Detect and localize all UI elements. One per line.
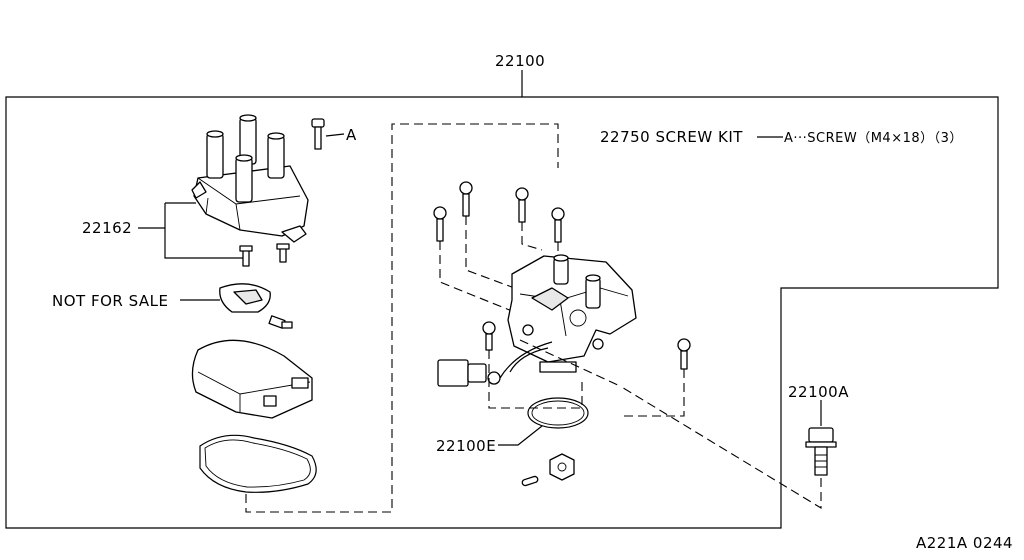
cap-screw-left <box>239 245 253 267</box>
roll-pin <box>521 475 539 487</box>
housing-screw-3 <box>515 187 529 223</box>
assembly-part-number: 22100 <box>495 52 545 70</box>
not-for-sale-label: NOT FOR SALE <box>52 292 168 310</box>
housing-screw-5 <box>482 321 496 351</box>
assembly-frame <box>5 96 999 529</box>
distributor-cap-part-number: 22162 <box>82 219 132 237</box>
o-ring-part-number: 22100E <box>436 437 496 455</box>
drive-coupling <box>549 453 575 481</box>
screw-kit-label: 22750 SCREW KIT <box>600 128 743 146</box>
housing-screw-1 <box>433 206 447 242</box>
rotor-cover <box>191 339 313 419</box>
distributor-housing <box>507 254 637 363</box>
wiring-connector <box>437 341 553 387</box>
diagram-code: A221A 0244 <box>916 534 1013 552</box>
cap-screw-right <box>276 243 290 263</box>
screw-a-label: A <box>346 126 357 144</box>
screw-a <box>311 118 325 150</box>
housing-screw-2 <box>459 181 473 217</box>
rotor-screw <box>268 315 293 329</box>
mount-bolt-part-number: 22100A <box>788 383 849 401</box>
screw-kit-detail: A···SCREW（M4×18）（3） <box>784 131 963 146</box>
rotor <box>219 283 271 313</box>
cover-gasket <box>199 434 317 493</box>
o-ring <box>527 397 589 429</box>
housing-screw-4 <box>551 207 565 243</box>
mount-bolt <box>805 427 837 476</box>
housing-screw-6 <box>677 338 691 370</box>
distributor-cap <box>191 114 309 243</box>
